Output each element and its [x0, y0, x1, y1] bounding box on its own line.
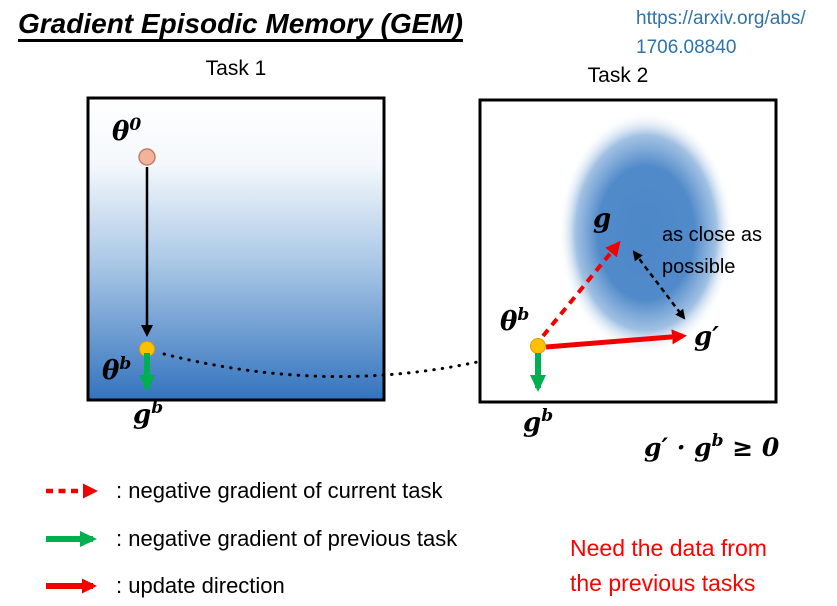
as-close-annotation-line2: possible — [662, 256, 735, 278]
theta-b-base-task1: θ — [102, 356, 120, 386]
warning-note: Need the data from the previous tasks — [570, 531, 767, 600]
g-b-sup-task1: b — [151, 398, 163, 418]
constraint-sup: b — [712, 431, 724, 451]
legend-item-update-direction-label: : update direction — [116, 573, 285, 598]
current-gradient-arrow — [541, 240, 621, 338]
constraint-formula: g′ · gb ≥ 0 — [644, 431, 780, 462]
task1-box — [86, 96, 386, 402]
g-b-base-task1: g — [133, 400, 151, 430]
arxiv-url-line1: https://arxiv.org/abs/ — [636, 8, 806, 29]
theta0-label: θ0 — [112, 115, 141, 147]
g-label: g — [593, 204, 611, 234]
theta-b-label-task2: θb — [500, 305, 529, 337]
feasible-region-blob — [558, 111, 734, 355]
warning-note-line2: the previous tasks — [570, 569, 756, 596]
theta0-base: θ — [112, 117, 130, 147]
constraint-p2: ≥ 0 — [724, 433, 780, 462]
legend-item-current-task-label: : negative gradient of current task — [116, 478, 444, 503]
closeness-double-arrow — [632, 250, 686, 320]
theta-b-label-task1: θb — [102, 354, 131, 386]
arxiv-url: https://arxiv.org/abs/ 1706.08840 — [636, 5, 806, 62]
theta-b-sup-task2: b — [517, 305, 529, 325]
theta0-point — [138, 148, 156, 166]
legend-item-previous-task-label: : negative gradient of previous task — [116, 526, 458, 551]
task1-label: Task 1 — [206, 57, 267, 80]
g-prime-label: g′ — [694, 322, 719, 352]
task2-label: Task 2 — [588, 64, 649, 87]
legend: : negative gradient of current task : ne… — [46, 478, 458, 598]
g-b-sup-task2: b — [541, 406, 553, 426]
constraint-p1: g′ · g — [644, 433, 712, 462]
theta0-sup: 0 — [129, 115, 141, 135]
theta-b-base-task2: θ — [500, 307, 518, 337]
arxiv-url-line2: 1706.08840 — [636, 36, 737, 58]
g-b-label-task2: gb — [523, 406, 553, 438]
theta-b-sup-task1: b — [119, 354, 131, 374]
theta-b-point-task2 — [530, 338, 546, 354]
update-direction-arrow — [545, 329, 687, 350]
page-title: Gradient Episodic Memory (GEM) — [18, 8, 463, 39]
g-b-label-task1: gb — [133, 398, 163, 430]
g-b-base-task2: g — [523, 408, 541, 438]
as-close-annotation-line1: as close as — [662, 224, 762, 246]
warning-note-line1: Need the data from — [570, 535, 767, 561]
